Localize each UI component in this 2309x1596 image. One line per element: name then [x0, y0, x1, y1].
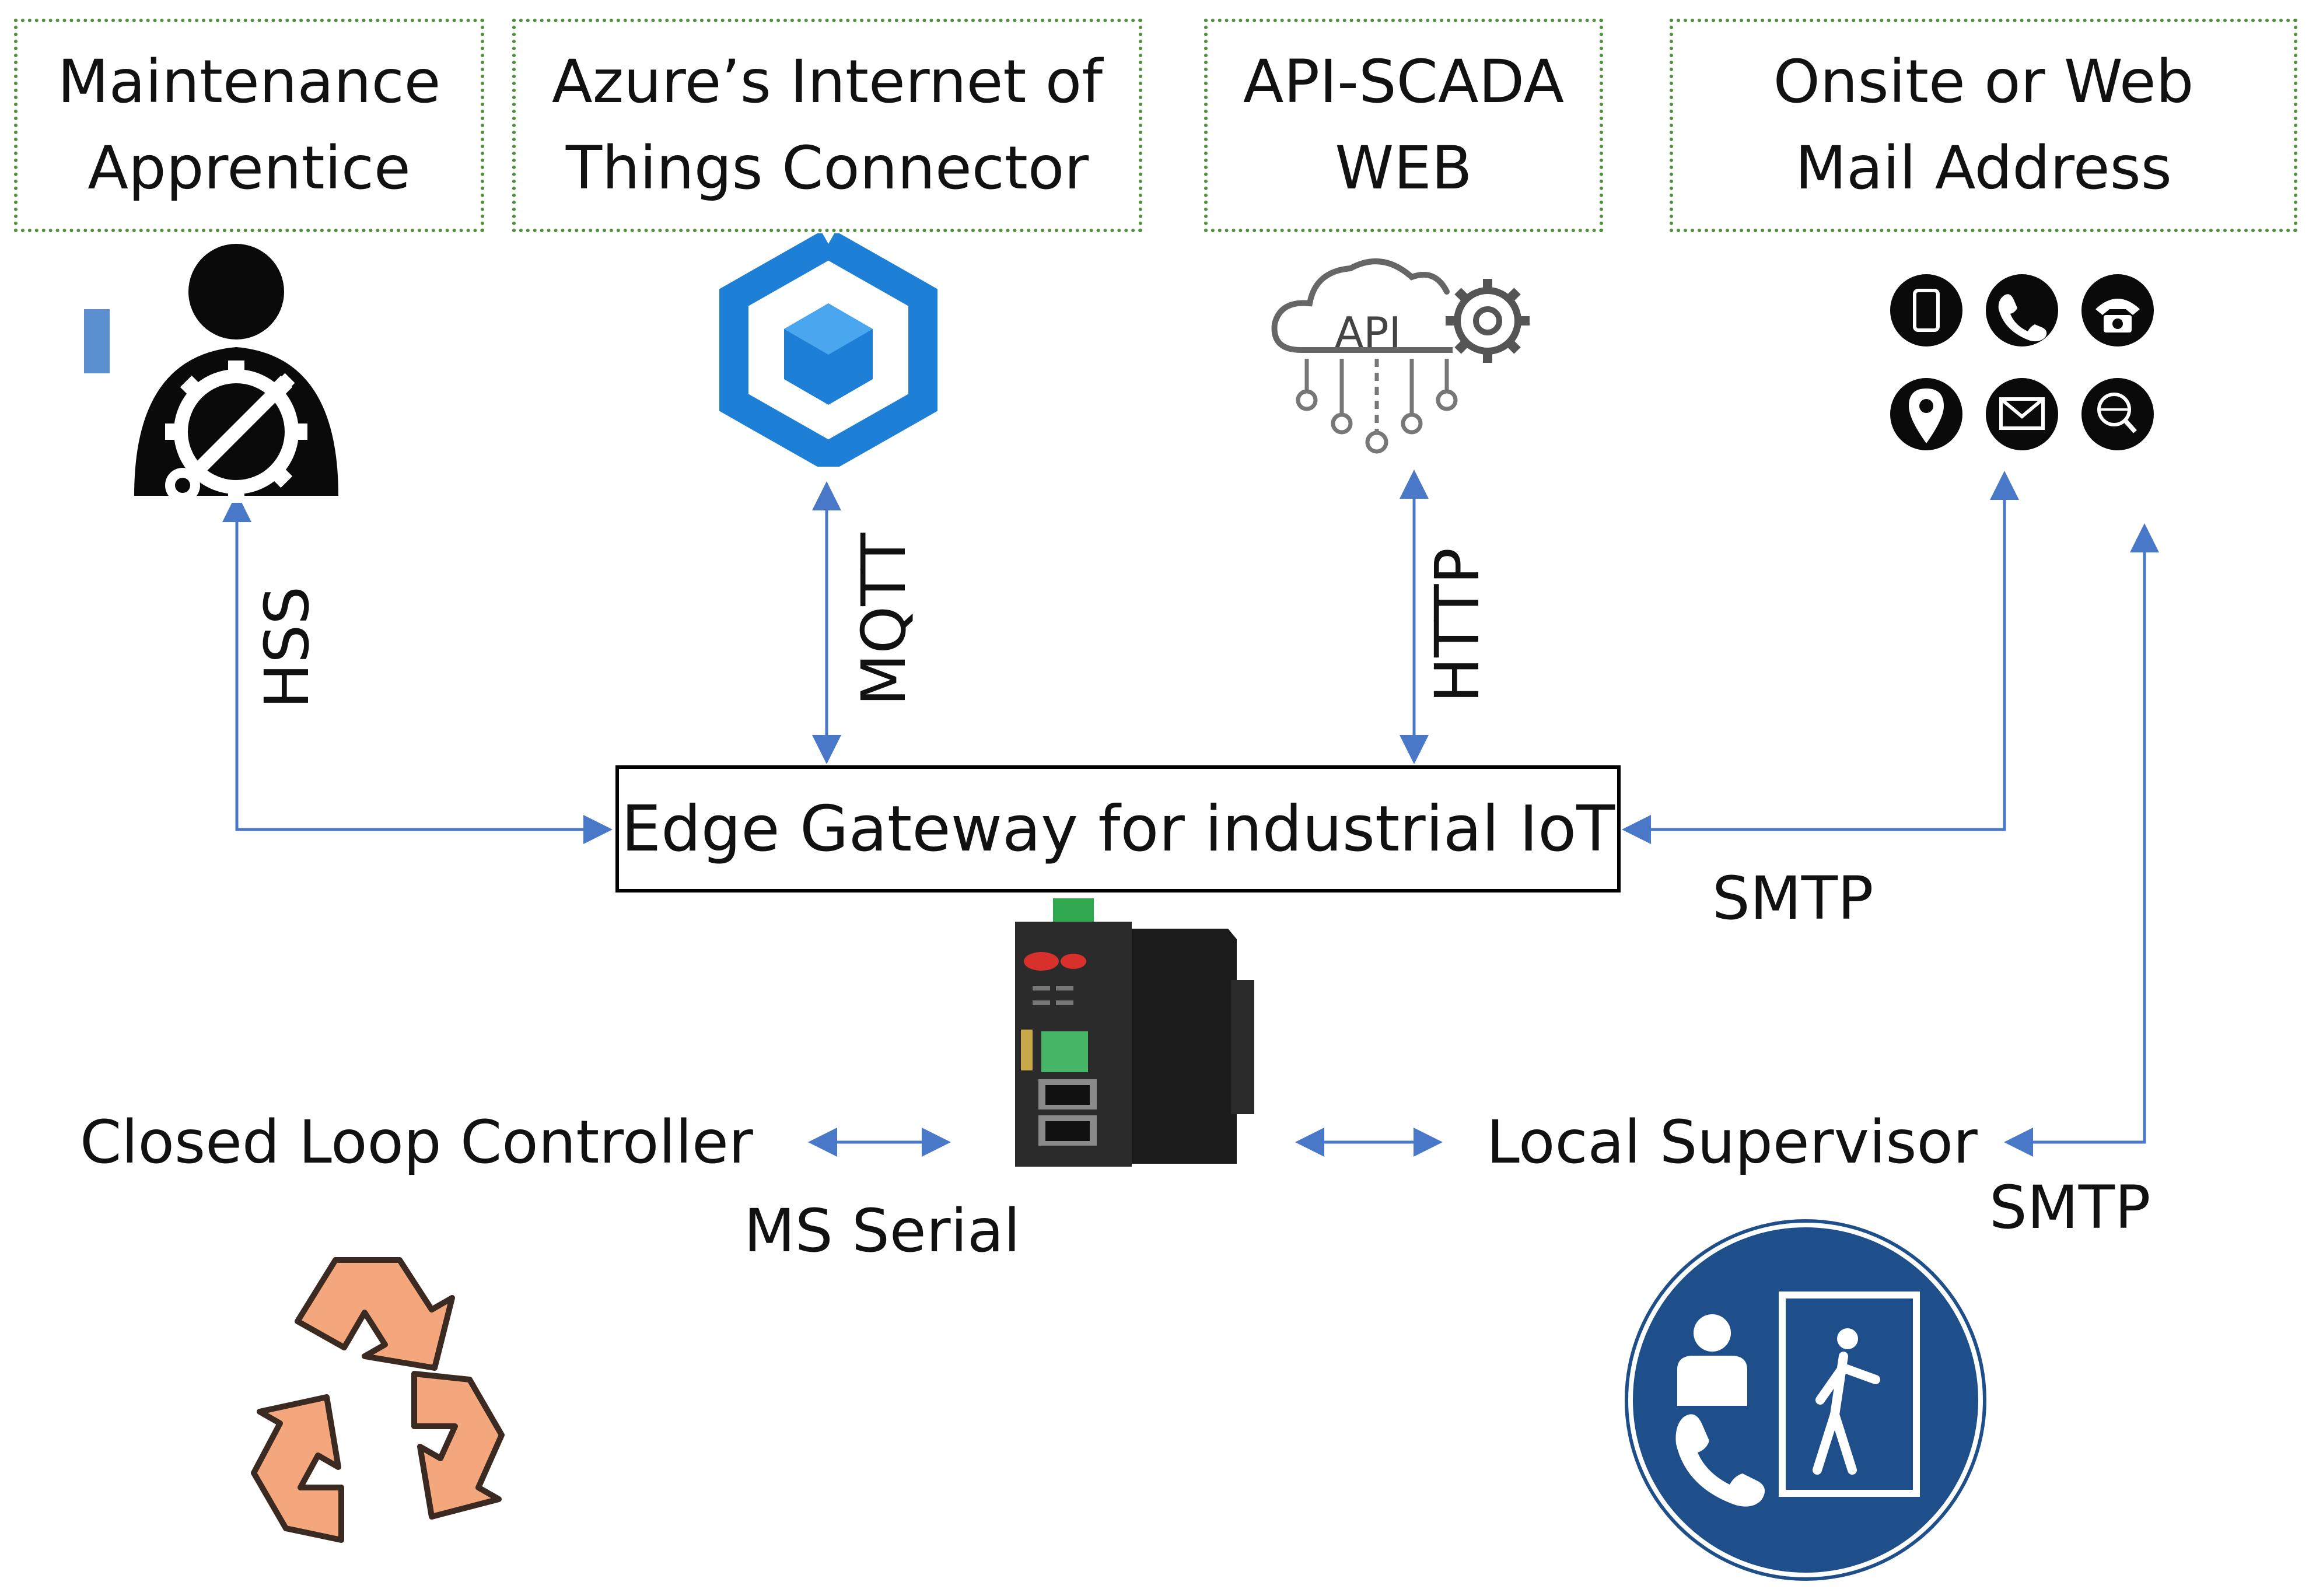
supervisor-sign-icon: [1625, 1219, 1986, 1581]
smtp-gateway-link: [1622, 471, 2019, 844]
maintenance-label-line2: Apprentice: [88, 134, 411, 203]
technician-icon: [84, 244, 338, 503]
walking-person-icon: [1813, 1328, 1880, 1475]
hss-link: [222, 493, 613, 844]
scada-label-line2: WEB: [1335, 134, 1472, 203]
azure-label-line2: Things Connector: [565, 134, 1089, 203]
hss-label: HSS: [251, 586, 323, 709]
maintenance-label-line1: Maintenance: [57, 47, 441, 117]
person-icon: [1677, 1314, 1747, 1406]
edge-gateway-label: Edge Gateway for industrial IoT: [621, 792, 1615, 866]
ms-serial-label: MS Serial: [744, 1196, 1020, 1266]
industrial-gateway-device-icon: [1015, 898, 1254, 1167]
smtp-supervisor-label: SMTP: [1989, 1173, 2151, 1242]
smtp-gateway-label: SMTP: [1712, 864, 1874, 933]
phone-handset-icon: [1675, 1414, 1765, 1507]
smtp-supervisor-link: [2004, 523, 2159, 1157]
local-supervisor-label: Local Supervisor: [1486, 1108, 1978, 1177]
edge-gateway-box: Edge Gateway for industrial IoT: [615, 765, 1621, 892]
mail-label-line2: Mail Address: [1795, 134, 2172, 203]
azure-iot-hub-icon: [719, 233, 937, 467]
mqtt-label: MQTT: [848, 533, 919, 706]
web-search-icon: [2081, 378, 2154, 450]
azure-label-line1: Azure’s Internet of: [551, 47, 1103, 117]
closed-loop-controller-label: Closed Loop Controller: [80, 1108, 753, 1177]
telephone-icon: [2081, 274, 2154, 346]
phone-icon: [1986, 274, 2058, 346]
maintenance-apprentice-box: Maintenance Apprentice: [14, 19, 484, 232]
scada-label-line1: API-SCADA: [1243, 47, 1565, 117]
mail-label-line1: Onsite or Web: [1773, 47, 2194, 117]
recycle-icon: [251, 1257, 505, 1543]
api-cloud-icon: API: [1271, 258, 1530, 454]
location-pin-icon: [1890, 378, 1962, 450]
api-scada-web-box: API-SCADA WEB: [1204, 19, 1603, 232]
api-icon-text: API: [1335, 308, 1401, 357]
email-icon: [1986, 378, 2058, 450]
mobile-phone-icon: [1890, 274, 1962, 346]
azure-iot-connector-box: Azure’s Internet of Things Connector: [512, 19, 1142, 232]
mail-address-box: Onsite or Web Mail Address: [1670, 19, 2297, 232]
contact-icons-grid: [1890, 274, 2154, 450]
http-label: HTTP: [1422, 547, 1493, 704]
